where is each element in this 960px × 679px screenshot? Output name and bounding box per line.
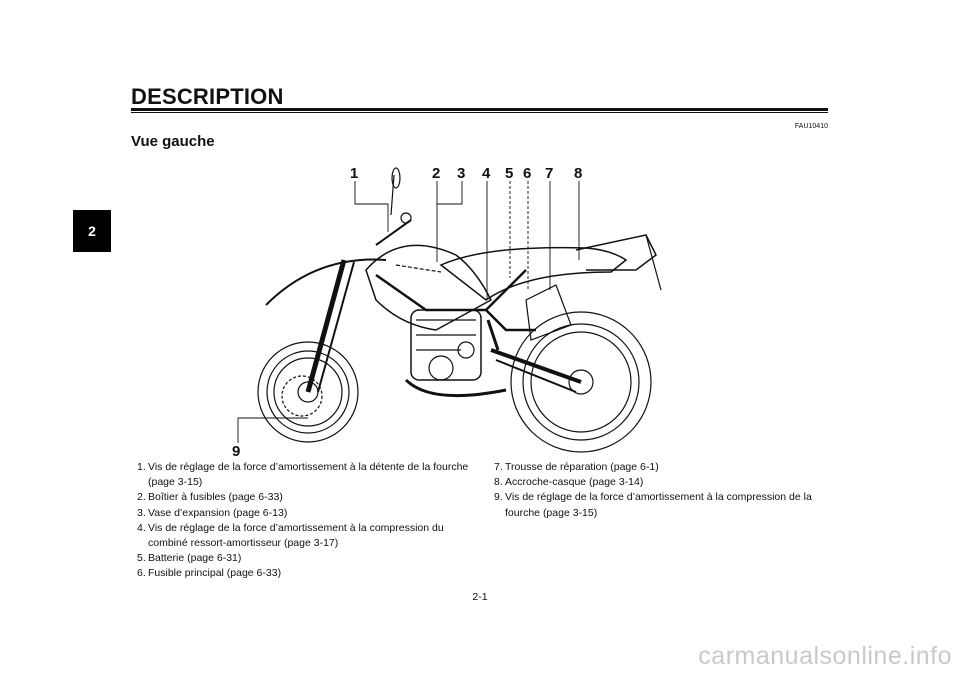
callout-label: 6 <box>523 165 531 182</box>
legend-text: Vis de réglage de la force d’amortisseme… <box>148 521 444 550</box>
legend-number: 1. <box>137 461 146 473</box>
front-brake-disc <box>281 375 323 417</box>
legend-number: 6. <box>137 567 146 580</box>
legend-item: 8. Accroche-casque (page 3-14) <box>494 475 834 490</box>
motorcycle-illustration: 1 2 3 4 5 6 7 8 9 <box>232 165 662 460</box>
legend-right-column: 7. Trousse de réparation (page 6-1) 8. A… <box>494 460 834 521</box>
callout-label: 5 <box>505 165 513 182</box>
rear-wheel-tire <box>510 311 652 453</box>
callout-label: 9 <box>232 443 240 460</box>
legend-text: Vase d’expansion (page 6-13) <box>148 506 288 519</box>
legend-number: 4. <box>137 521 146 534</box>
legend-item: 2. Boîtier à fusibles (page 6-33) <box>137 490 482 505</box>
legend-text: Vis de réglage de la force d’amortisseme… <box>148 461 469 489</box>
legend-text: Accroche-casque (page 3-14) <box>505 476 644 489</box>
legend-number: 5. <box>137 552 146 565</box>
legend-item: 3. Vase d’expansion (page 6-13) <box>137 506 482 521</box>
header-rule <box>131 108 828 111</box>
legend-number: 7. <box>494 461 503 473</box>
header-rule-thin <box>131 112 828 113</box>
legend-left-column: 1. Vis de réglage de la force d’amortiss… <box>137 460 482 582</box>
callout-label: 7 <box>545 165 553 182</box>
legend-number: 8. <box>494 476 503 489</box>
legend-item: 7. Trousse de réparation (page 6-1) <box>494 460 834 475</box>
legend-text: Trousse de réparation (page 6-1) <box>505 461 659 473</box>
callout-label: 2 <box>432 165 440 182</box>
legend-item: 9. Vis de réglage de la force d’amortiss… <box>494 490 834 520</box>
front-wheel-tire <box>257 341 359 443</box>
callout-label: 1 <box>350 165 358 182</box>
legend-text: Fusible principal (page 6-33) <box>148 567 282 580</box>
legend-text: Batterie (page 6-31) <box>148 552 242 565</box>
legend-number: 9. <box>494 491 503 504</box>
callout-label: 8 <box>574 165 582 182</box>
legend-number: 3. <box>137 506 146 519</box>
legend-item: 4. Vis de réglage de la force d’amortiss… <box>137 521 482 551</box>
legend-item: 6. Fusible principal (page 6-33) <box>137 566 482 581</box>
legend-text: Vis de réglage de la force d’amortisseme… <box>505 491 812 519</box>
chapter-tab: 2 <box>73 210 111 252</box>
legend-number: 2. <box>137 491 146 504</box>
reference-code: FAU10410 <box>794 123 828 130</box>
legend-item: 5. Batterie (page 6-31) <box>137 551 482 566</box>
callout-label: 4 <box>482 165 491 182</box>
callout-label: 3 <box>457 165 465 182</box>
legend-item: 1. Vis de réglage de la force d’amortiss… <box>137 460 482 490</box>
legend-text: Boîtier à fusibles (page 6-33) <box>148 491 283 504</box>
page-number: 2-1 <box>472 591 488 603</box>
watermark: carmanualsonline.info <box>698 642 952 670</box>
section-title: Vue gauche <box>131 133 215 150</box>
section-header-title: DESCRIPTION <box>131 84 284 109</box>
